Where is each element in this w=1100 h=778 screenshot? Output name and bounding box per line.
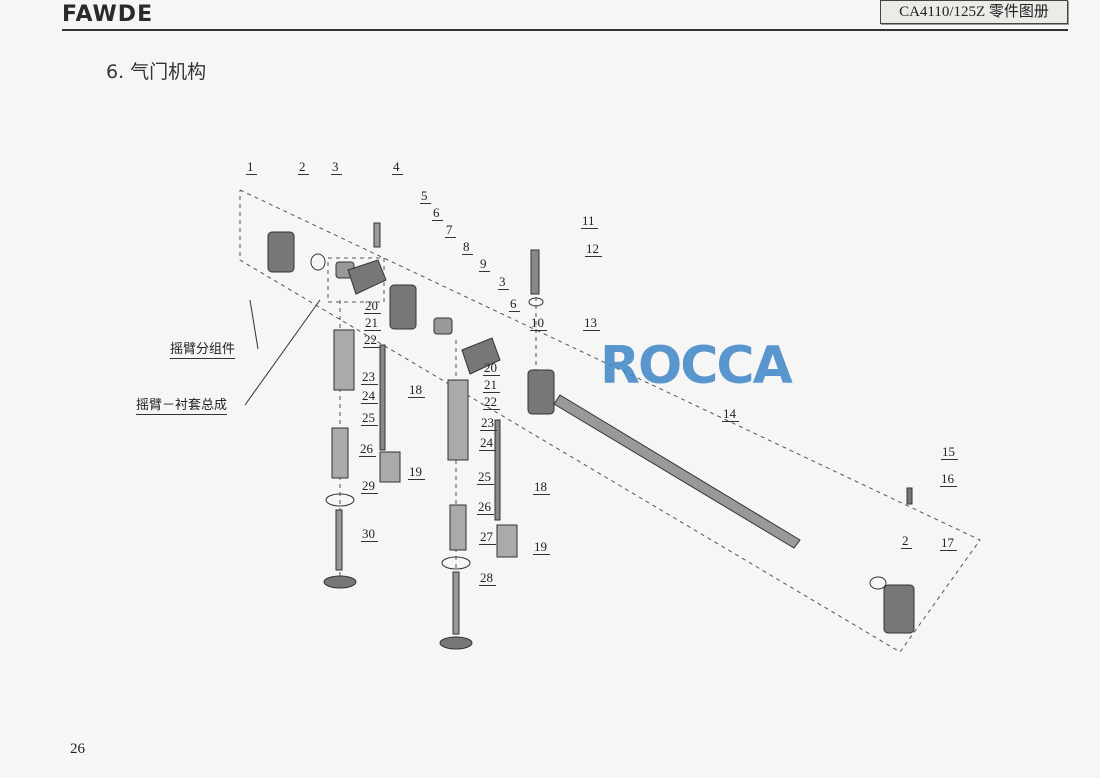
callout: 21 xyxy=(364,316,381,331)
section-title: 6. 气门机构 xyxy=(106,61,207,83)
callout: 25 xyxy=(477,470,494,485)
callout: 10 xyxy=(530,316,547,331)
callout: 30 xyxy=(361,527,378,542)
callout: 20 xyxy=(364,299,381,314)
callout: 6 xyxy=(432,206,443,221)
callout: 18 xyxy=(533,480,550,495)
callout: 3 xyxy=(331,160,342,175)
callout: 24 xyxy=(479,436,496,451)
callout: 26 xyxy=(359,442,376,457)
callout: 29 xyxy=(361,479,378,494)
rocker-subassembly-label: 摇臂分组件 xyxy=(170,342,236,359)
callout: 13 xyxy=(583,316,600,331)
callout: 15 xyxy=(941,445,958,460)
callout: 27 xyxy=(479,530,496,545)
callout: 11 xyxy=(581,214,598,229)
callout: 5 xyxy=(420,189,431,204)
callout: 28 xyxy=(479,571,496,586)
callout: 21 xyxy=(483,378,500,393)
callout: 2 xyxy=(901,534,912,549)
rocker-bushing-assembly-label: 摇臂－衬套总成 xyxy=(136,398,228,415)
callout: 2 xyxy=(298,160,309,175)
callout: 19 xyxy=(408,465,425,480)
callout: 18 xyxy=(408,383,425,398)
callout: 3 xyxy=(498,275,509,290)
callout: 23 xyxy=(361,370,378,385)
manual-title: CA4110/125Z 零件图册 xyxy=(880,0,1068,24)
callout: 19 xyxy=(533,540,550,555)
callout: 26 xyxy=(477,500,494,515)
callout: 9 xyxy=(479,257,490,272)
callout: 24 xyxy=(361,389,378,404)
callout: 25 xyxy=(361,411,378,426)
callout: 22 xyxy=(483,395,500,410)
callout: 6 xyxy=(509,297,520,312)
callout: 16 xyxy=(940,472,957,487)
callout: 22 xyxy=(363,333,380,348)
header-divider xyxy=(62,29,1068,31)
page-number: 26 xyxy=(70,741,85,757)
callout: 4 xyxy=(392,160,403,175)
callout: 12 xyxy=(585,242,602,257)
callout: 23 xyxy=(480,416,497,431)
callout: 14 xyxy=(722,407,739,422)
callout: 7 xyxy=(445,223,456,238)
callout: 20 xyxy=(483,361,500,376)
brand-logo: FAWDE xyxy=(62,2,154,27)
callout: 8 xyxy=(462,240,473,255)
watermark-logo: ROCCA xyxy=(600,336,793,396)
callout: 1 xyxy=(246,160,257,175)
callout: 17 xyxy=(940,536,957,551)
